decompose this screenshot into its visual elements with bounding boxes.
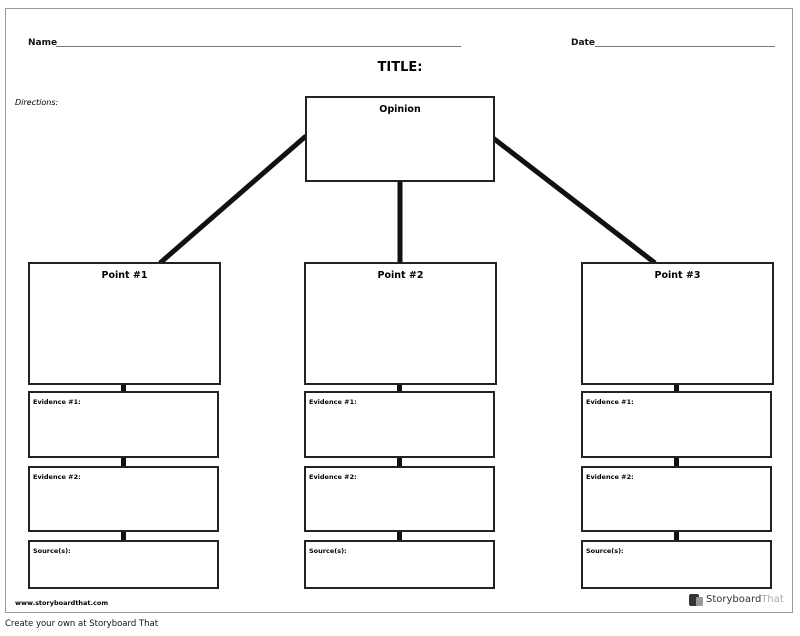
evidence2-label: Evidence #2: [33,473,81,481]
sources-box-3[interactable]: Source(s): [581,540,772,589]
point-label: Point #1 [101,270,148,281]
date-line[interactable] [595,46,775,47]
evidence1-box-1[interactable]: Evidence #1: [28,391,219,458]
point-box-1[interactable]: Point #1 [28,262,221,385]
footer-url[interactable]: www.storyboardthat.com [15,599,109,607]
sources-box-2[interactable]: Source(s): [304,540,495,589]
date-label: Date [571,38,595,48]
name-label: Name [28,38,58,48]
sources-label: Source(s): [33,547,71,555]
connector-opinion-point1 [158,134,308,265]
evidence2-label: Evidence #2: [586,473,634,481]
column-connector [121,383,126,543]
point-label: Point #2 [377,270,424,281]
evidence1-label: Evidence #1: [309,398,357,406]
sources-label: Source(s): [309,547,347,555]
evidence2-box-2[interactable]: Evidence #2: [304,466,495,532]
evidence2-label: Evidence #2: [309,473,357,481]
worksheet [5,8,793,613]
point-box-2[interactable]: Point #2 [304,262,497,385]
evidence2-box-3[interactable]: Evidence #2: [581,466,772,532]
speech-bubble-icon-secondary [696,597,703,606]
opinion-label: Opinion [379,104,421,115]
opinion-box[interactable]: Opinion [305,96,495,182]
point-box-3[interactable]: Point #3 [581,262,774,385]
directions-label: Directions: [15,98,59,107]
title-label: TITLE: [377,60,423,75]
evidence1-box-3[interactable]: Evidence #1: [581,391,772,458]
sources-box-1[interactable]: Source(s): [28,540,219,589]
point-label: Point #3 [654,270,701,281]
connector-opinion-point3 [491,136,657,265]
evidence2-box-1[interactable]: Evidence #2: [28,466,219,532]
create-your-own-link[interactable]: Create your own at Storyboard That [5,619,159,629]
evidence1-label: Evidence #1: [586,398,634,406]
column-connector [397,383,402,543]
speech-bubble-icon [689,593,699,606]
column-connector [674,383,679,543]
evidence1-box-2[interactable]: Evidence #1: [304,391,495,458]
evidence1-label: Evidence #1: [33,398,81,406]
logo-text: Storyboard [706,594,762,605]
name-line[interactable] [56,46,461,47]
logo-text-light: That [761,594,784,605]
sources-label: Source(s): [586,547,624,555]
